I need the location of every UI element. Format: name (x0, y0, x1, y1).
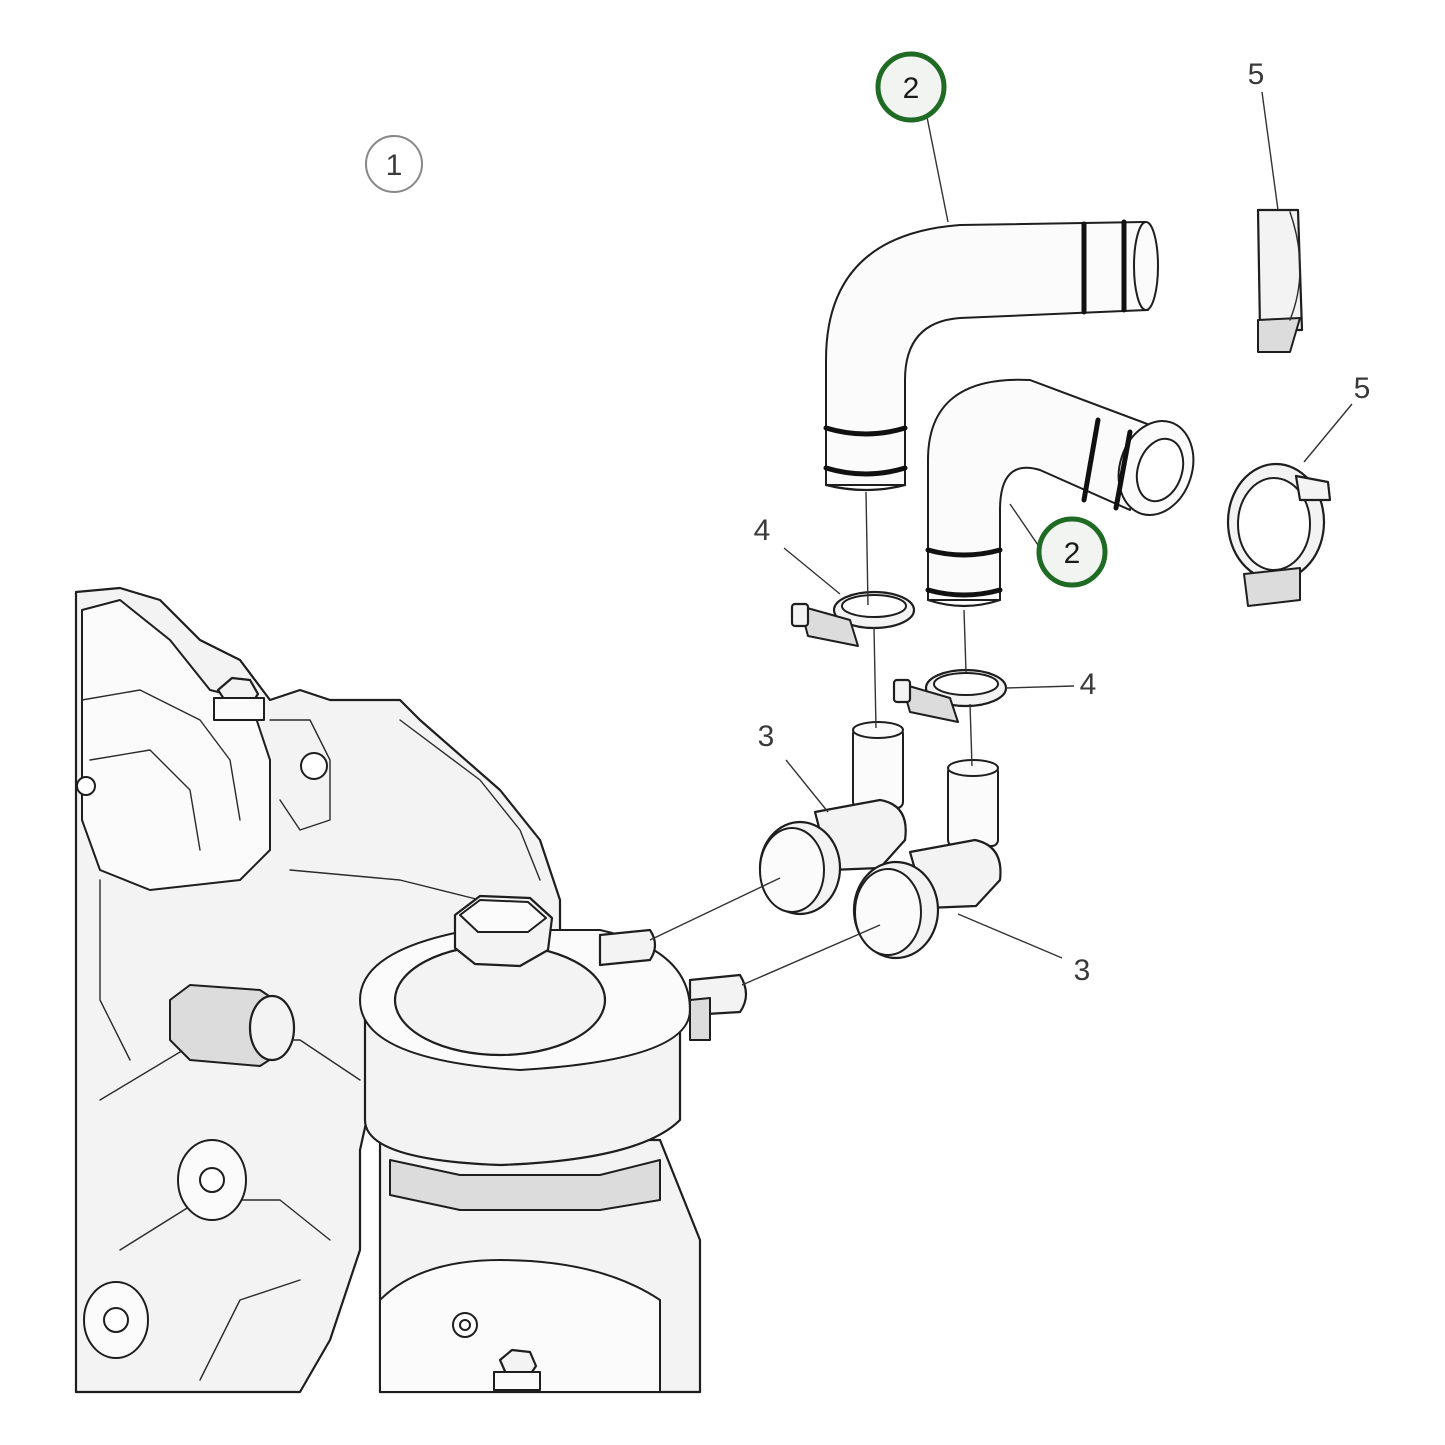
callout-4-left[interactable]: 4 (754, 514, 771, 547)
block-bolt (213, 676, 265, 721)
mount-hole (76, 776, 96, 796)
mount-boss (83, 1281, 149, 1359)
callout-2-mid-label: 2 (1064, 537, 1081, 570)
callout-3-upper[interactable]: 3 (758, 720, 775, 753)
hose-clamp-left (790, 590, 916, 647)
filter-housing (359, 894, 748, 1394)
callout-2-top[interactable]: 2 (875, 51, 947, 123)
callout-4-right[interactable]: 4 (1080, 668, 1097, 701)
assembly-lines (649, 491, 973, 986)
hose-clamp-right (892, 668, 1008, 723)
housing-port-upper (598, 928, 657, 967)
spring-clamp-top (1256, 208, 1304, 353)
mount-boss (177, 1139, 247, 1221)
callout-1[interactable]: 1 (365, 135, 423, 193)
callout-4-right-label: 4 (1080, 668, 1097, 701)
callout-3-lower[interactable]: 3 (1074, 954, 1091, 987)
callout-4-left-label: 4 (754, 514, 771, 547)
callout-5-top-label: 5 (1248, 58, 1265, 91)
hose-upper (823, 219, 1159, 492)
elbow-fitting-upper (758, 721, 907, 916)
housing-port-lower (688, 973, 748, 1041)
callout-2-top-label: 2 (903, 72, 920, 105)
callout-leaders (783, 91, 1353, 959)
elbow-fitting-lower (852, 759, 1002, 960)
callout-3-lower-label: 3 (1074, 954, 1091, 987)
callout-5-right-label: 5 (1354, 372, 1371, 405)
filter-hex-nut (453, 894, 554, 968)
hex-plug (169, 984, 296, 1067)
callout-2-mid[interactable]: 2 (1036, 516, 1108, 588)
engine-block (74, 586, 562, 1394)
spring-clamp-right (1226, 462, 1332, 607)
callout-5-right[interactable]: 5 (1354, 372, 1371, 405)
hose-lower (925, 378, 1195, 608)
callout-1-label: 1 (386, 149, 403, 182)
callout-5-top[interactable]: 5 (1248, 58, 1265, 91)
callout-3-upper-label: 3 (758, 720, 775, 753)
mount-hole (300, 752, 328, 780)
